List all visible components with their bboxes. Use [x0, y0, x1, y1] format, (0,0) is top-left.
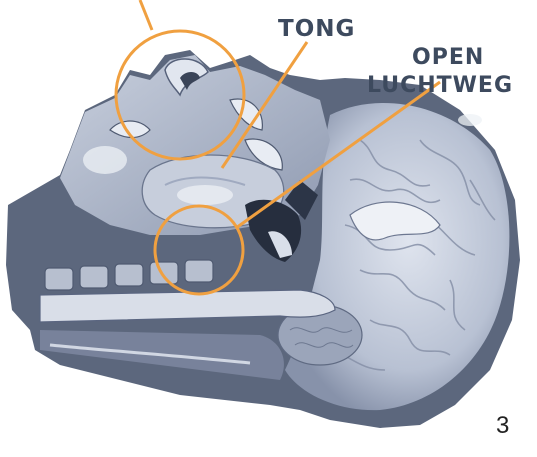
label-open-airway-line1: OPEN: [412, 47, 484, 69]
page-number: 3: [496, 412, 509, 440]
annotation-leader-top: [140, 0, 152, 30]
spinal-cord: [40, 290, 335, 322]
label-open-airway-line2: LUCHTWEG: [367, 75, 513, 97]
label-tongue: TONG: [278, 18, 355, 41]
